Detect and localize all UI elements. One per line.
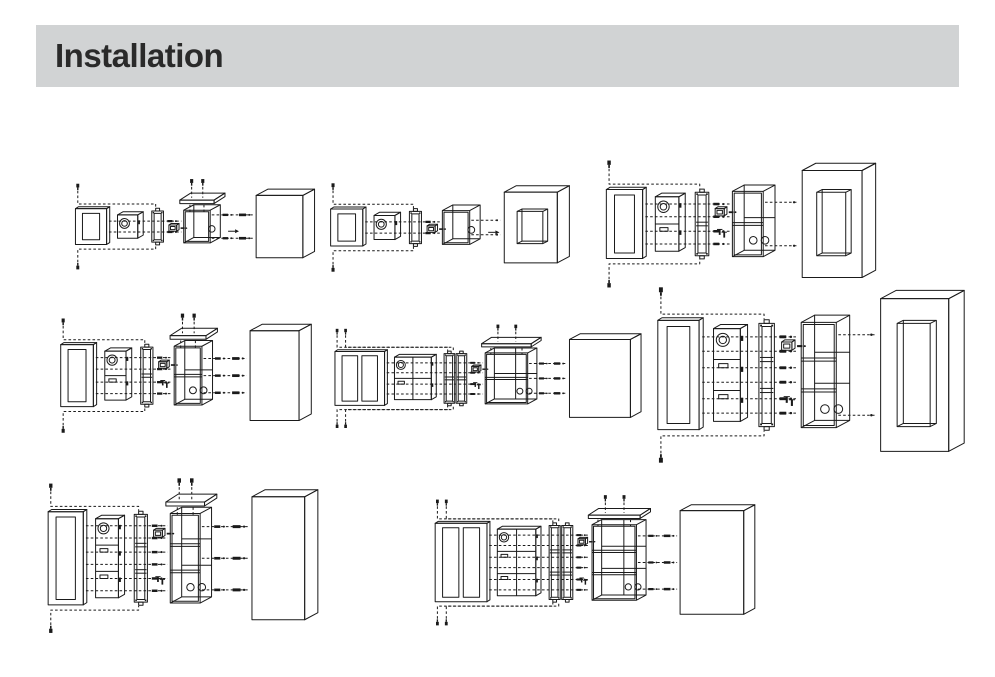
page-title: Installation xyxy=(55,37,224,74)
corner-screws xyxy=(658,287,764,463)
exploded-view-one-module-surface xyxy=(70,179,320,270)
fastener-lines xyxy=(109,213,253,240)
rain-shield xyxy=(180,179,225,212)
fastener-lines xyxy=(645,201,797,247)
exploded-view-one-module-flush xyxy=(325,183,575,272)
corner-screws xyxy=(49,483,139,633)
wall xyxy=(504,186,569,263)
gang-box xyxy=(174,341,212,405)
gang-box xyxy=(442,205,480,244)
corner-screws xyxy=(607,160,699,288)
front-frame xyxy=(48,510,87,605)
wall xyxy=(802,163,875,277)
gang-box xyxy=(801,315,849,427)
figure-two-module-surface-mount xyxy=(55,284,317,464)
mounting-frame xyxy=(695,189,709,259)
mounting-frame xyxy=(759,320,774,430)
module-stack xyxy=(394,354,436,399)
mounting-frame xyxy=(549,523,573,602)
front-frame xyxy=(331,207,366,246)
fastener-lines xyxy=(702,333,875,417)
mounting-frame xyxy=(409,209,421,247)
mounting-frame xyxy=(141,344,153,407)
figure-one-module-surface-mount xyxy=(70,150,320,300)
exploded-view-two-module-surface xyxy=(55,313,317,433)
mounting-frame xyxy=(134,511,147,605)
wall xyxy=(256,189,314,258)
screw-pack xyxy=(159,360,178,388)
module-stack xyxy=(96,515,125,598)
module-stack xyxy=(497,526,541,596)
front-frame xyxy=(61,343,97,407)
wall xyxy=(252,490,318,620)
rain-shield xyxy=(170,313,217,348)
rain-shield xyxy=(166,478,217,515)
rain-shield xyxy=(588,495,650,526)
exploded-view-two-module-flush xyxy=(600,160,882,288)
figure-three-module-flush-mount xyxy=(650,277,972,473)
module-stack xyxy=(714,324,748,421)
exploded-view-three-module-flush xyxy=(650,287,972,463)
figure-one-module-flush-mount xyxy=(325,155,575,300)
screw-pack xyxy=(154,528,175,585)
figure-six-module-surface-mount xyxy=(430,457,760,665)
gang-box xyxy=(485,348,537,404)
gang-box xyxy=(170,507,211,603)
module-stack xyxy=(374,212,401,239)
corner-screws xyxy=(61,318,145,433)
front-frame xyxy=(606,187,646,258)
section-header: Installation xyxy=(36,25,959,87)
wall xyxy=(881,290,965,451)
fastener-lines xyxy=(86,524,249,592)
module-stack xyxy=(655,193,685,251)
wall xyxy=(680,505,755,615)
screw-pack xyxy=(715,207,737,238)
corner-screws xyxy=(335,328,454,429)
gang-box xyxy=(184,205,221,243)
front-frame xyxy=(435,521,490,601)
corner-screws xyxy=(331,183,414,272)
fastener-lines xyxy=(365,219,500,236)
gang-box xyxy=(732,185,775,257)
wall xyxy=(250,324,311,420)
wall xyxy=(569,334,641,418)
exploded-view-four-module-surface xyxy=(330,324,646,429)
screw-pack xyxy=(169,223,188,231)
mounting-frame xyxy=(152,208,164,245)
screw-pack xyxy=(427,224,446,232)
module-stack xyxy=(105,348,132,400)
rain-shield xyxy=(482,324,542,355)
front-frame xyxy=(75,207,109,245)
figure-two-module-flush-mount xyxy=(600,143,882,305)
fastener-lines xyxy=(489,534,677,591)
exploded-view-six-module-surface xyxy=(430,495,760,626)
exploded-view-three-module-surface xyxy=(42,478,324,633)
mounting-frame xyxy=(444,351,467,406)
corner-screws xyxy=(76,183,155,270)
gang-box xyxy=(592,520,646,601)
corner-screws xyxy=(435,499,559,626)
front-frame xyxy=(658,318,703,430)
fastener-lines xyxy=(96,356,247,395)
front-frame xyxy=(335,350,387,406)
module-stack xyxy=(118,212,144,238)
fastener-lines xyxy=(387,361,567,395)
figure-four-module-surface-mount xyxy=(330,286,646,468)
figure-three-module-surface-mount xyxy=(42,455,324,658)
